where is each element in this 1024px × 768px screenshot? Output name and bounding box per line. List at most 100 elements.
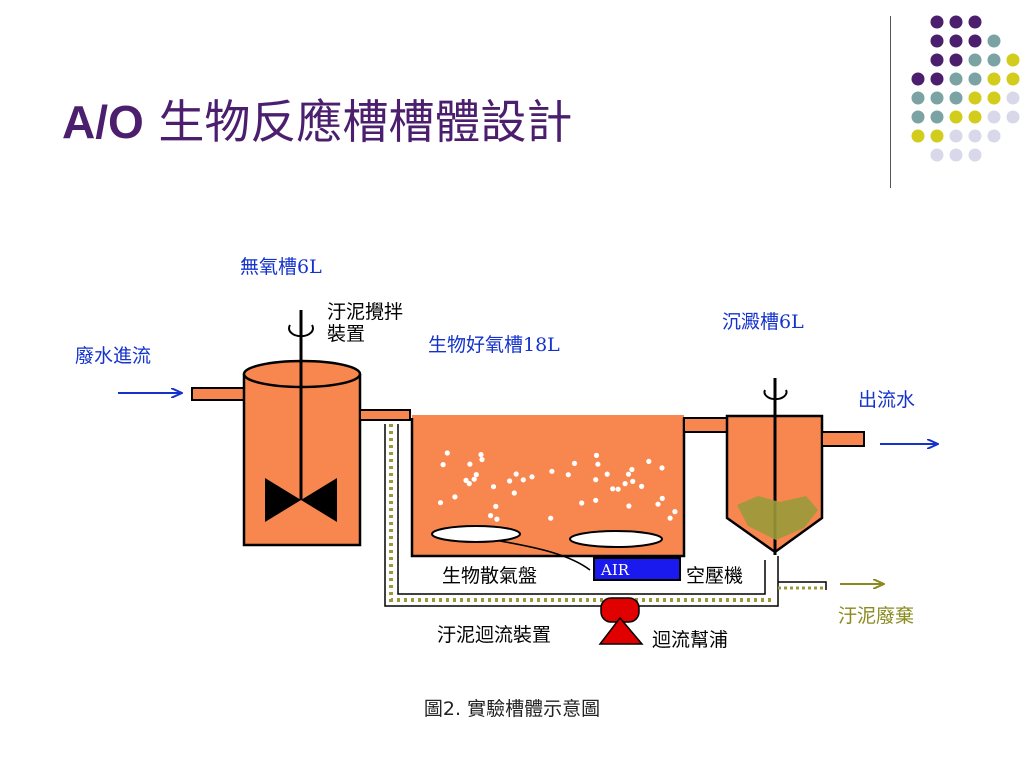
air-bubble: [625, 471, 632, 477]
air-bubble: [467, 461, 473, 467]
decorative-dot: [1006, 72, 1020, 86]
decorative-dot: [930, 34, 944, 48]
recycle-pipe-inner: [397, 424, 766, 595]
air-bubble: [565, 472, 571, 478]
decorative-dot: [911, 72, 925, 86]
air-bubble: [593, 452, 600, 458]
air-bubbles: [437, 450, 678, 522]
decorative-dot: [930, 15, 944, 29]
diffuser-label: 生物散氣盤: [442, 565, 537, 587]
air-bubble: [571, 460, 578, 466]
air-bubble: [478, 452, 484, 458]
aerobic-tank-label: 生物好氧槽18L: [428, 334, 560, 356]
decorative-dot: [930, 110, 944, 124]
air-bubble: [646, 458, 652, 464]
mixer-label-line1: 汙泥攪拌: [327, 301, 403, 323]
decorative-dot: [968, 148, 982, 162]
recycle-sludge-flow: [389, 424, 772, 602]
waste-pipe: [778, 581, 827, 590]
air-bubble: [479, 456, 485, 463]
air-bubble: [659, 465, 665, 471]
decorative-dot: [1006, 53, 1020, 67]
decorative-dot: [911, 129, 925, 143]
decorative-dot: [949, 110, 963, 124]
sludge-waste-label: 汙泥廢棄: [838, 605, 914, 627]
decorative-dot: [968, 34, 982, 48]
outlet-pipe: [821, 431, 865, 447]
air-bubble: [604, 471, 610, 477]
decorative-dot: [930, 148, 944, 162]
air-bubble: [622, 481, 628, 487]
inlet-pipe: [191, 387, 245, 401]
decorative-dot: [987, 72, 1001, 86]
decorative-dot: [930, 53, 944, 67]
decorative-dot: [930, 91, 944, 105]
decorative-dot: [1006, 110, 1020, 124]
air-bubble: [493, 503, 499, 509]
air-bubble: [507, 478, 513, 484]
decorative-dot: [930, 129, 944, 143]
air-box-label: AIR: [600, 561, 630, 579]
slide-title: A/O 生物反應槽槽體設計: [62, 86, 572, 152]
air-bubble: [549, 468, 555, 474]
recycle-pump-label: 迴流幫浦: [652, 629, 728, 651]
air-bubble: [629, 466, 635, 473]
figure-caption: 圖2. 實驗槽體示意圖: [423, 698, 601, 720]
decorative-dot: [987, 110, 1001, 124]
settled-sludge: [737, 496, 818, 540]
decorative-dot: [949, 129, 963, 143]
aerobic-tank-wall: [410, 418, 686, 558]
air-bubble: [511, 490, 517, 496]
air-bubble: [579, 500, 585, 506]
connector-pipe: [359, 409, 411, 421]
decorative-dot: [949, 34, 963, 48]
outflow-label: 出流水: [858, 389, 915, 411]
air-bubble: [672, 509, 678, 515]
air-bubble: [655, 501, 661, 507]
decorative-dot: [949, 53, 963, 67]
aerobic-tank: [412, 415, 684, 556]
diffuser-left: [431, 525, 521, 543]
decorative-dot: [968, 15, 982, 29]
air-bubble: [437, 500, 444, 506]
decorative-dot: [987, 34, 1001, 48]
inflow-label: 廢水進流: [75, 345, 151, 367]
decorative-dot: [968, 72, 982, 86]
air-compressor-box: [593, 557, 681, 581]
air-bubble: [471, 476, 477, 482]
recycle-pump-base: [598, 616, 644, 645]
air-bubble: [520, 477, 526, 483]
anoxic-tank-label: 無氧槽6L: [240, 256, 322, 278]
air-bubble: [488, 513, 494, 519]
air-bubble: [513, 471, 519, 477]
mixer-label-line2: 裝置: [327, 323, 365, 345]
compressor-label: 空壓機: [686, 565, 743, 587]
decorative-dot: [911, 91, 925, 105]
air-bubble: [548, 515, 554, 521]
mixer-rotation-icon: [288, 324, 314, 338]
air-bubble: [593, 477, 599, 483]
header-divider-line: [890, 16, 891, 188]
air-bubble: [452, 494, 458, 500]
air-bubble: [630, 478, 636, 484]
air-bubble: [595, 461, 601, 467]
clarifier-inlet-pipe: [683, 417, 729, 433]
decorative-dot: [911, 110, 925, 124]
decorative-dot: [968, 91, 982, 105]
clarifier-rotation-icon: [763, 389, 788, 401]
air-bubble: [659, 495, 665, 501]
air-bubble: [466, 481, 472, 487]
decorative-dot: [949, 15, 963, 29]
air-line: [499, 540, 591, 571]
decorative-dot: [968, 129, 982, 143]
title-prefix: A/O: [62, 96, 144, 148]
decorative-dot: [968, 53, 982, 67]
diffuser-right: [569, 530, 663, 548]
recycle-pipe-outer: [384, 424, 779, 607]
air-bubble: [444, 450, 450, 456]
air-bubble: [490, 484, 497, 490]
air-bubble: [615, 486, 621, 492]
decorative-dot: [1006, 91, 1020, 105]
air-bubble: [593, 497, 599, 503]
